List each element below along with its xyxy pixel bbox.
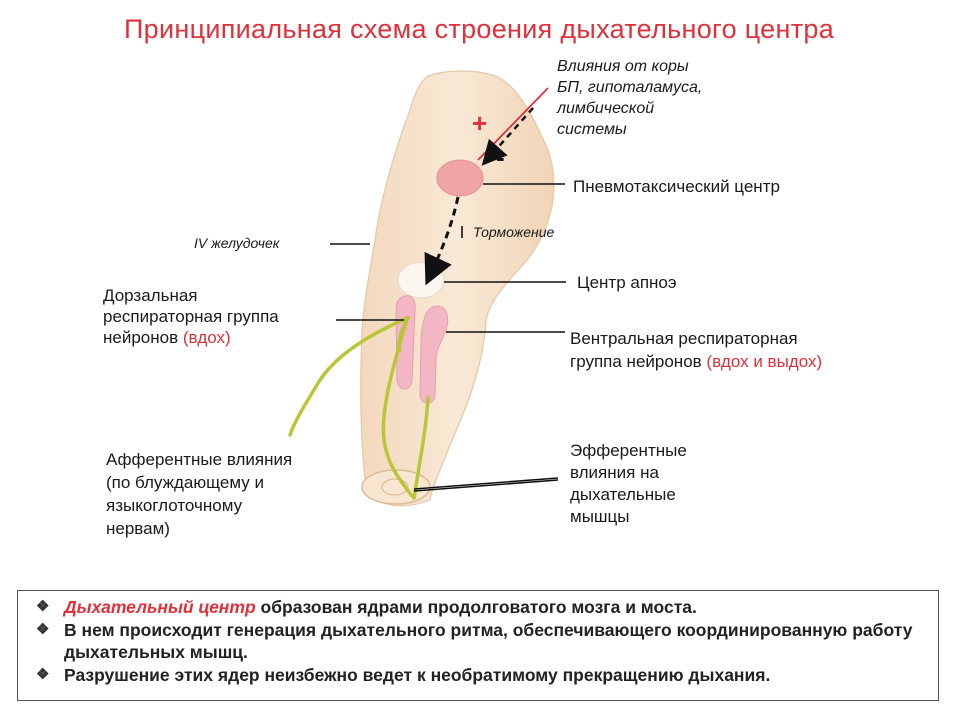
cortex-influence-line: БП, гипоталамуса, <box>557 79 703 96</box>
efferent-line: дыхательные <box>570 485 676 504</box>
dorsal-group-line: Дорзальная <box>103 286 198 305</box>
pneumotaxic-label: Пневмотаксический центр <box>573 177 780 196</box>
note-text: В нем происходит генерация дыхательного … <box>64 619 913 663</box>
inhibition-label: Торможение <box>473 224 555 240</box>
cortex-influence-line: Влияния от коры <box>557 58 689 75</box>
minus-sign: - <box>496 142 505 172</box>
plus-sign: + <box>472 108 488 138</box>
note-text: образован ядрами продолговатого мозга и … <box>255 597 697 617</box>
efferent-nerves <box>412 396 430 500</box>
ventral-group-line: Вентральная респираторная <box>570 329 798 348</box>
efferent-line: мышцы <box>570 507 630 526</box>
inhibition-arrow-main <box>424 196 460 286</box>
brainstem <box>360 70 555 507</box>
note-item: ❖ В нем происходит генерация дыхательног… <box>18 619 938 664</box>
ventral-group-line: группа нейронов <box>570 352 702 371</box>
bullet-icon: ❖ <box>36 665 50 683</box>
bullet-icon: ❖ <box>36 598 50 615</box>
afferent-nerves <box>288 316 414 498</box>
afferent-label: Афферентные влияния (по блуждающему и яз… <box>106 448 292 540</box>
notes-box: ❖ Дыхательный центр образован ядрами про… <box>17 590 939 701</box>
apneustic-label: Центр апноэ <box>577 273 677 292</box>
inhibition-arrow-top <box>481 107 534 166</box>
cortex-influence-label: Влияния от коры БП, гипоталамуса, лимбич… <box>557 56 702 140</box>
apneustic-center <box>397 261 445 299</box>
spinal-cross-section-inner <box>381 478 409 496</box>
fourth-ventricle-label: IV желудочек <box>194 235 280 251</box>
dorsal-group-note: (вдох) <box>182 328 231 347</box>
dorsal-group-line: нейронов <box>103 328 179 347</box>
page-title: Принципиальная схема строения дыхательно… <box>123 14 835 44</box>
afferent-line: Афферентные влияния <box>106 450 293 469</box>
cortex-influence-line: системы <box>557 121 627 138</box>
note-item: ❖ Дыхательный центр образован ядрами про… <box>18 596 938 619</box>
cortex-influence-line: лимбической <box>557 100 655 117</box>
efferent-line: влияния на <box>570 463 659 482</box>
efferent-line: Эфферентные <box>570 441 687 460</box>
efferent-label: Эфферентные влияния на дыхательные мышцы <box>570 440 687 528</box>
ventral-respiratory-group <box>419 305 449 404</box>
dorsal-group-line: респираторная группа <box>103 307 279 326</box>
note-highlight: Дыхательный центр <box>64 597 256 617</box>
dorsal-group-label: Дорзальная респираторная группа нейронов… <box>103 285 279 348</box>
afferent-line: нервам) <box>106 519 170 538</box>
ventral-group-label: Вентральная респираторная группа нейроно… <box>570 327 822 373</box>
afferent-line: (по блуждающему и <box>106 473 264 492</box>
leader-lines <box>330 183 566 492</box>
bullet-icon: ❖ <box>36 620 50 638</box>
afferent-line: языкоглоточному <box>106 496 243 515</box>
ventral-group-note: (вдох и выдох) <box>706 352 823 371</box>
note-item: ❖ Разрушение этих ядер неизбежно ведет к… <box>18 664 938 687</box>
note-text: Разрушение этих ядер неизбежно ведет к н… <box>64 664 771 685</box>
pneumotaxic-center <box>436 159 484 197</box>
